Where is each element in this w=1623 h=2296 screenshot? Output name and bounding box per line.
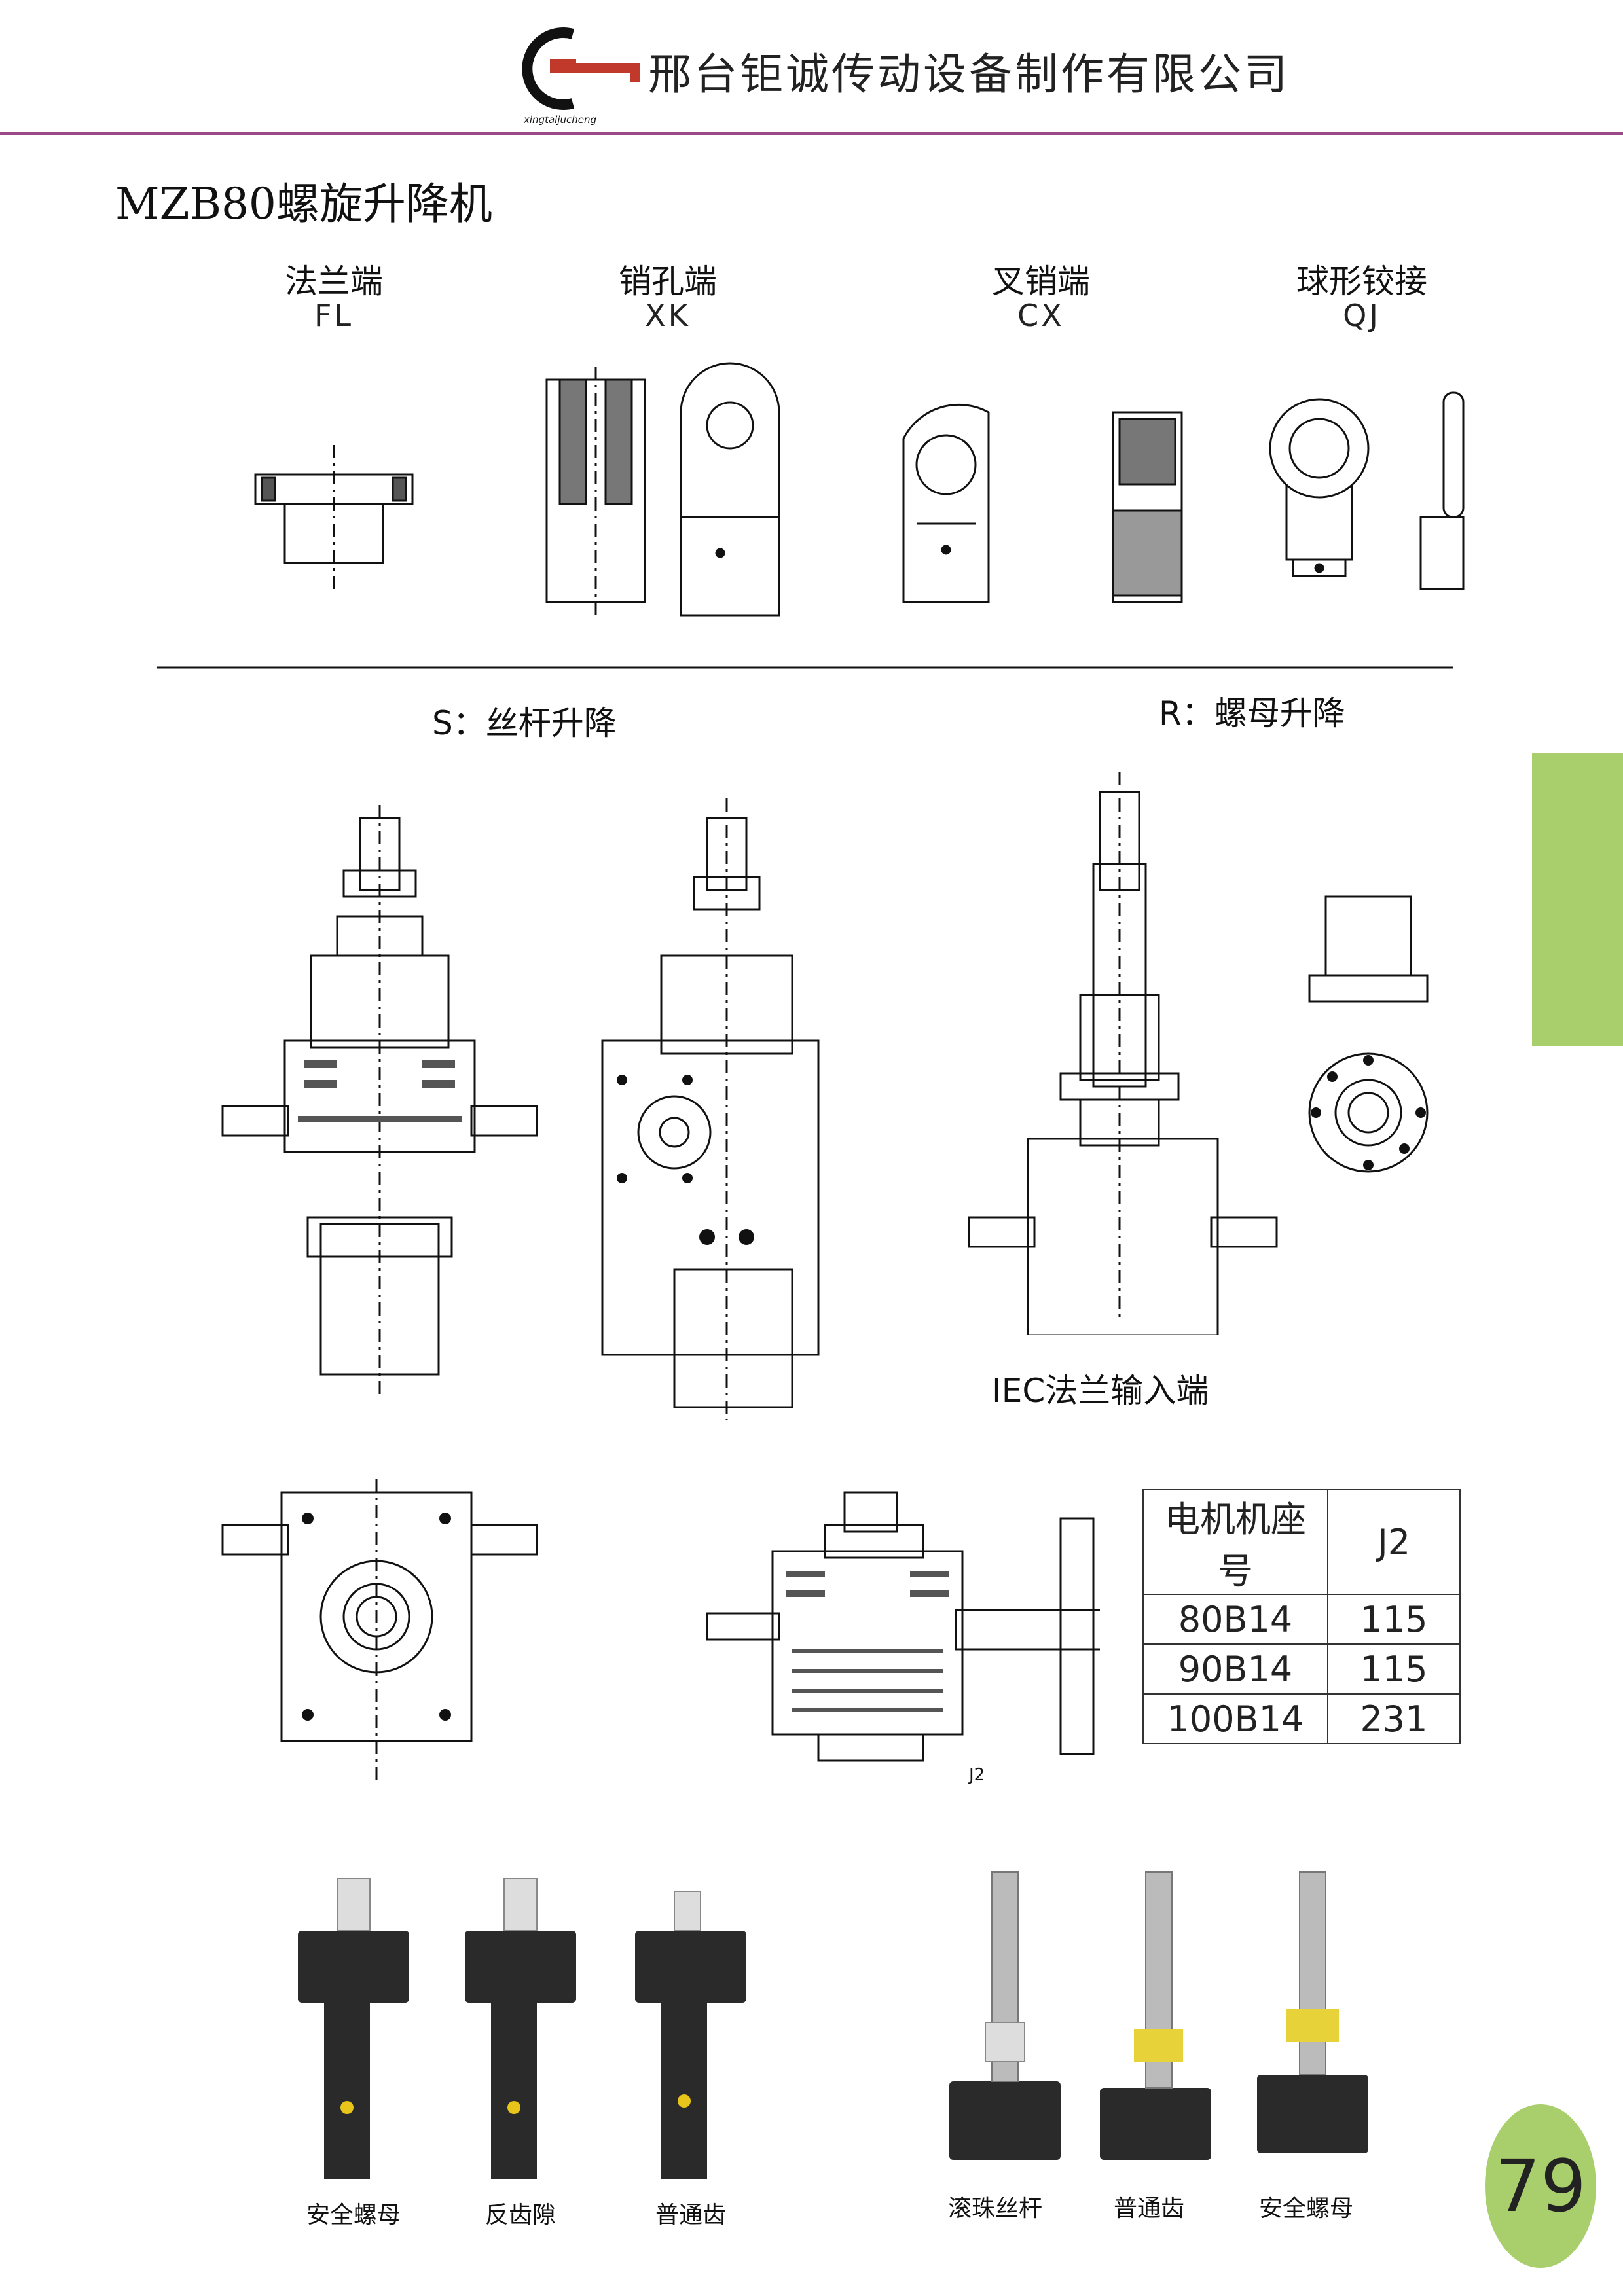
section-iec-title: IEC法兰输入端 [992, 1372, 1209, 1410]
section-r-title: R：螺母升降 [1159, 694, 1345, 732]
end-fl-name: 法兰端 [285, 262, 383, 300]
end-fittings-drawing [157, 362, 1465, 669]
photo-caption-standard-tooth: 普通齿 [655, 2202, 726, 2229]
product-photos-left [298, 1878, 746, 2179]
page-title: MZB80螺旋升降机 [115, 179, 492, 229]
top-view [221, 1479, 538, 1780]
j2-dim-label: J2 [968, 1765, 985, 1785]
s-front-view [221, 805, 538, 1394]
ball-nut-detail [1308, 895, 1429, 1173]
product-photos-right [949, 1871, 1368, 2160]
table-cell: 90B14 [1142, 1643, 1328, 1695]
end-qj-code: QJ [1343, 298, 1381, 333]
photo-caption-ball-screw: 滚珠丝杆 [947, 2195, 1042, 2222]
side-tab [1532, 753, 1623, 1046]
photo-caption-safety-nut: 安全螺母 [306, 2202, 401, 2229]
table-row: 90B14 115 [1142, 1643, 1461, 1695]
motor-table: 电机机座号 J2 80B14 115 90B14 115 100B14 231 [1142, 1489, 1461, 1744]
logo-caption: xingtaijucheng [523, 114, 596, 126]
end-xk-name: 销孔端 [619, 262, 717, 300]
photo-caption-standard-tooth-2: 普通齿 [1113, 2195, 1184, 2222]
table-cell: 115 [1327, 1594, 1461, 1645]
end-fl-code: FL [314, 298, 354, 333]
header-divider [0, 132, 1623, 135]
table-header-j2: J2 [1327, 1489, 1461, 1595]
table-cell: 100B14 [1142, 1693, 1328, 1744]
page-number: 79 [1495, 2144, 1586, 2228]
table-header-motor: 电机机座号 [1142, 1489, 1328, 1595]
iec-view: J2 [706, 1491, 1100, 1785]
table-row: 100B14 231 [1142, 1693, 1461, 1744]
table-row: 80B14 115 [1142, 1594, 1461, 1645]
end-cx-code: CX [1017, 298, 1065, 333]
company-logo: xingtaijucheng [511, 20, 642, 131]
photo-caption-safety-nut-2: 安全螺母 [1258, 2195, 1353, 2222]
table-cell: 231 [1327, 1693, 1461, 1744]
table-cell: 115 [1327, 1643, 1461, 1695]
end-cx-name: 叉销端 [992, 262, 1090, 300]
table-cell: 80B14 [1142, 1594, 1328, 1645]
end-xk-code: XK [645, 298, 691, 333]
end-qj-name: 球形铰接 [1296, 262, 1427, 300]
s-side-view [601, 798, 820, 1420]
section-s-title: S：丝杆升降 [432, 704, 617, 742]
r-front-view [968, 772, 1278, 1335]
page-number-badge: 79 [1485, 2104, 1596, 2268]
company-name: 邢台钜诚传动设备制作有限公司 [648, 49, 1290, 99]
photo-caption-anti-backlash: 反齿隙 [484, 2202, 556, 2229]
